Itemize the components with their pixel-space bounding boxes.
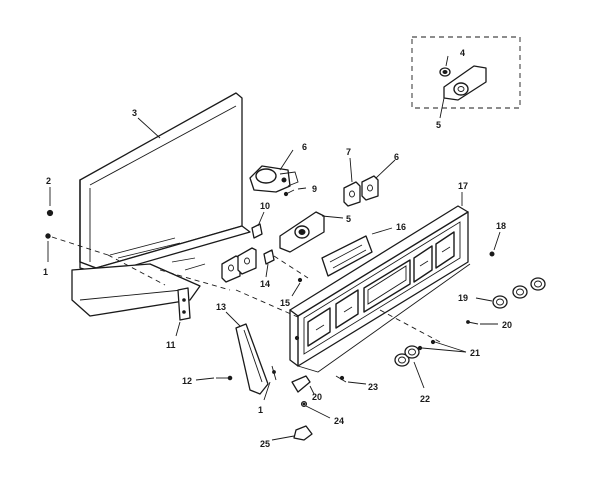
inset-detail: [411, 36, 521, 109]
clock-motor: [249, 149, 299, 193]
screw-20-right: [466, 320, 498, 325]
lens-16: [321, 227, 393, 277]
callout-15: 15: [280, 298, 290, 308]
callout-12: 12: [182, 376, 192, 386]
callout-21: 21: [470, 348, 480, 358]
back-panel: [71, 92, 251, 317]
callout-1-left: 1: [43, 267, 48, 277]
callout-4: 4: [460, 48, 465, 58]
callout-19: 19: [458, 293, 468, 303]
callout-20-right: 20: [502, 320, 512, 330]
switch-pair: [343, 157, 396, 207]
screw-24: [300, 400, 331, 419]
callout-7: 7: [346, 147, 351, 157]
callout-10: 10: [260, 201, 270, 211]
knob-22: [394, 339, 467, 389]
bracket-13: [225, 311, 277, 401]
screw-9: [283, 187, 307, 197]
callout-6-switch: 6: [394, 152, 399, 162]
callout-2: 2: [46, 176, 51, 186]
callout-5-plate: 5: [346, 214, 351, 224]
callout-23: 23: [368, 382, 378, 392]
callout-11: 11: [166, 340, 176, 350]
small-components: [221, 211, 275, 283]
screw-23: [335, 375, 367, 385]
callout-3: 3: [132, 108, 137, 118]
callout-5-inset: 5: [436, 120, 441, 130]
callout-labels: 1 2 3 4 5 5 6 6 7 9 10 11 12 13 14 15 16…: [43, 48, 512, 449]
callout-17: 17: [458, 181, 468, 191]
screw-18: [489, 231, 501, 257]
bracket-25: [271, 425, 313, 441]
callout-1-bracket: 1: [258, 405, 263, 415]
callout-13: 13: [216, 302, 226, 312]
switch-plate-5: [279, 211, 344, 253]
callout-20-clip: 20: [312, 392, 322, 402]
callout-6-clock: 6: [302, 142, 307, 152]
knobs-19: [475, 277, 546, 309]
callout-18: 18: [496, 221, 506, 231]
callout-16: 16: [396, 222, 406, 232]
callout-9: 9: [312, 184, 317, 194]
screw-15: [273, 255, 309, 297]
leader-lines: [137, 55, 449, 139]
callout-14: 14: [260, 279, 270, 289]
assembly-lines: [159, 269, 441, 343]
callout-24: 24: [334, 416, 344, 426]
clip-20: [291, 375, 315, 395]
callout-22: 22: [420, 394, 430, 404]
screws-left: [45, 187, 166, 286]
screw-12: [195, 375, 233, 381]
callout-25: 25: [260, 439, 270, 449]
control-panel-17: [289, 192, 471, 373]
bracket-11: [175, 287, 191, 337]
